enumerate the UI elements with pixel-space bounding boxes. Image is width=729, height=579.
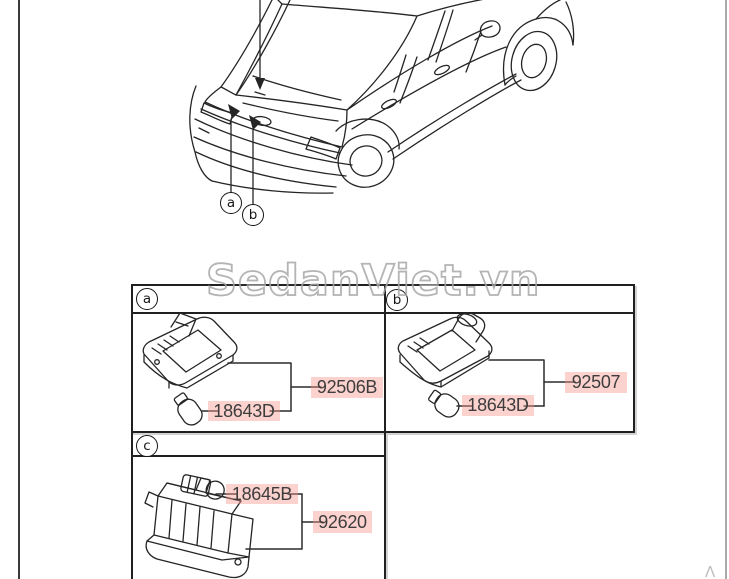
part-label-92506B[interactable]: 92506B [311, 377, 383, 398]
table-header-band-c [133, 433, 384, 457]
part-label-18643D-b[interactable]: 18643D [462, 395, 534, 416]
section-circle-b: b [386, 289, 408, 311]
section-circle-a: a [136, 288, 158, 310]
section-circle-c: c [136, 435, 158, 457]
part-label-92507[interactable]: 92507 [565, 372, 627, 393]
license-lamp-drawing-a [142, 312, 238, 389]
callout-circle-a: a [220, 192, 242, 214]
leader-lines-c [215, 493, 324, 550]
callout-circle-b: b [242, 204, 264, 226]
table-column-divider [384, 286, 386, 431]
callout-arrows [228, 0, 266, 205]
parts-table-row-ab [131, 284, 635, 433]
car-rear-drawing [189, 0, 575, 194]
part-label-18643D-a[interactable]: 18643D [208, 401, 280, 421]
bulb-drawing-c [180, 474, 225, 500]
leader-lines-b [456, 359, 576, 407]
right-border-line [725, 0, 727, 579]
license-lamp-drawing-b [397, 312, 493, 388]
left-border-line [18, 0, 20, 579]
part-label-18645B[interactable]: 18645B [226, 484, 298, 504]
table-header-band-ab [133, 286, 633, 314]
part-label-92620[interactable]: 92620 [313, 511, 372, 533]
bulb-drawing-a [173, 392, 203, 426]
parts-table-row-c [131, 433, 386, 579]
bulb-drawing-b [428, 389, 460, 418]
leader-lines-a [201, 362, 322, 412]
